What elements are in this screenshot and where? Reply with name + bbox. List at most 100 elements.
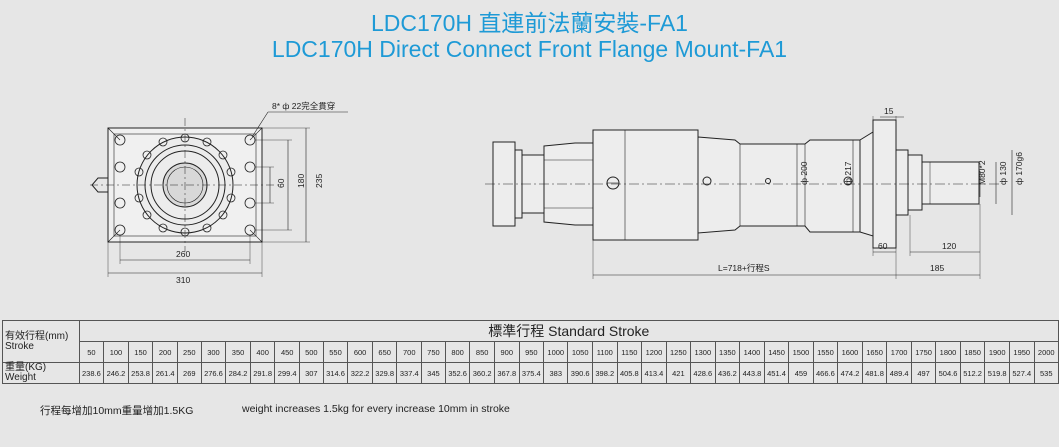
stroke-cell: 500	[298, 341, 324, 363]
stroke-cell: 300	[200, 341, 227, 363]
stroke-cell: 1350	[714, 341, 741, 363]
stroke-label-en: Stroke	[5, 340, 34, 352]
dim-120: 120	[942, 241, 956, 251]
stroke-cell: 350	[225, 341, 251, 363]
weight-cell: 322.2	[347, 362, 373, 384]
weight-cell: 299.4	[274, 362, 300, 384]
stroke-label-cn: 有效行程(mm)	[5, 330, 69, 342]
stroke-cell: 1450	[763, 341, 790, 363]
stroke-cell: 250	[176, 341, 202, 363]
stroke-cell: 1100	[591, 341, 618, 363]
weight-label-en: Weight	[5, 372, 36, 383]
stroke-cell: 700	[396, 341, 423, 363]
weight-cell: 527.4	[1008, 362, 1035, 384]
dim-length: L=718+行程S	[718, 263, 770, 273]
weight-cell: 253.8	[127, 362, 154, 384]
stroke-cell: 1550	[812, 341, 839, 363]
stroke-cell: 650	[371, 341, 398, 363]
stroke-cell: 150	[127, 341, 154, 363]
stroke-cell: 850	[469, 341, 495, 363]
stroke-cell: 1850	[959, 341, 986, 363]
stroke-cell: 1300	[690, 341, 716, 363]
weight-cell: 451.4	[763, 362, 790, 384]
stroke-cell: 1050	[567, 341, 593, 363]
weight-cell: 329.8	[371, 362, 398, 384]
weight-cell: 307	[298, 362, 324, 384]
stroke-cell: 200	[152, 341, 178, 363]
title-english: LDC170H Direct Connect Front Flange Moun…	[271, 36, 788, 62]
weight-cell: 314.6	[322, 362, 349, 384]
dim-dia217: ф 217	[843, 161, 853, 185]
note-english: weight increases 1.5kg for every increas…	[242, 403, 510, 415]
stroke-cell: 800	[444, 341, 471, 363]
weight-cell: 436.2	[714, 362, 741, 384]
weight-cell: 489.4	[886, 362, 912, 384]
weight-cell: 276.6	[200, 362, 227, 384]
stroke-cell: 450	[274, 341, 300, 363]
stroke-cell: 1200	[641, 341, 667, 363]
dim-60-side: 60	[878, 241, 888, 251]
weight-cell: 291.8	[249, 362, 276, 384]
front-view	[90, 111, 348, 277]
stroke-cell: 550	[322, 341, 349, 363]
weight-cell: 497	[910, 362, 937, 384]
stroke-cell: 1900	[984, 341, 1010, 363]
weight-cell: 398.2	[591, 362, 618, 384]
stroke-cell: 1600	[837, 341, 863, 363]
dim-dia130: ф 130	[998, 161, 1008, 185]
stroke-cell: 750	[421, 341, 446, 363]
weight-cell: 238.6	[78, 362, 105, 384]
note-chinese: 行程每增加10mm重量增加1.5KG	[40, 405, 194, 417]
stroke-label-cell: 有效行程(mm) Stroke	[2, 320, 80, 363]
stroke-cell: 1250	[665, 341, 692, 363]
weight-cell: 443.8	[739, 362, 765, 384]
stroke-cell: 1400	[739, 341, 765, 363]
weight-cell: 367.8	[493, 362, 520, 384]
weight-cell: 246.2	[103, 362, 129, 384]
stroke-cell: 1950	[1008, 341, 1035, 363]
table-header: 標準行程 Standard Stroke	[78, 320, 1059, 342]
stroke-cell: 100	[103, 341, 129, 363]
side-view	[485, 116, 1013, 279]
weight-cell: 352.6	[444, 362, 471, 384]
stroke-cell: 600	[347, 341, 373, 363]
weight-cell: 428.6	[690, 362, 716, 384]
weight-cell: 284.2	[225, 362, 251, 384]
weight-cell: 504.6	[935, 362, 961, 384]
weight-cell: 481.8	[861, 362, 888, 384]
weight-cell: 383	[543, 362, 569, 384]
hole-note: 8* ф 22完全貫穿	[272, 101, 335, 111]
stroke-cell: 1800	[935, 341, 961, 363]
dim-260: 260	[176, 249, 190, 259]
weight-cell: 519.8	[984, 362, 1010, 384]
weight-cell: 269	[176, 362, 202, 384]
weight-label-cn: 重量(KG)	[5, 362, 47, 373]
weight-cell: 512.2	[959, 362, 986, 384]
dim-60-front: 60	[276, 178, 286, 188]
stroke-cell: 50	[78, 341, 105, 363]
stroke-cell: 950	[518, 341, 545, 363]
stroke-cell: 2000	[1033, 341, 1059, 363]
weight-cell: 405.8	[616, 362, 643, 384]
title-chinese: LDC170H 直連前法蘭安裝-FA1	[371, 10, 688, 36]
rod-end	[921, 161, 980, 205]
dim-180: 180	[296, 174, 306, 188]
dim-15: 15	[884, 106, 894, 116]
dim-m80: M80*2	[977, 160, 987, 185]
weight-cell: 360.2	[469, 362, 495, 384]
dim-dia200: ф 200	[799, 161, 809, 185]
stroke-cell: 1750	[910, 341, 937, 363]
stroke-cell: 1000	[543, 341, 569, 363]
technical-drawing: 8* ф 22完全貫穿 60 180 235 260 310	[90, 101, 1024, 285]
weight-cell: 413.4	[641, 362, 667, 384]
weight-cell: 474.2	[837, 362, 863, 384]
weight-cell: 337.4	[396, 362, 423, 384]
weight-cell: 535	[1033, 362, 1059, 384]
stroke-cell: 900	[493, 341, 520, 363]
dim-dia170: ф 170g6	[1014, 152, 1024, 185]
stroke-cell: 1650	[861, 341, 888, 363]
weight-cell: 345	[421, 362, 446, 384]
